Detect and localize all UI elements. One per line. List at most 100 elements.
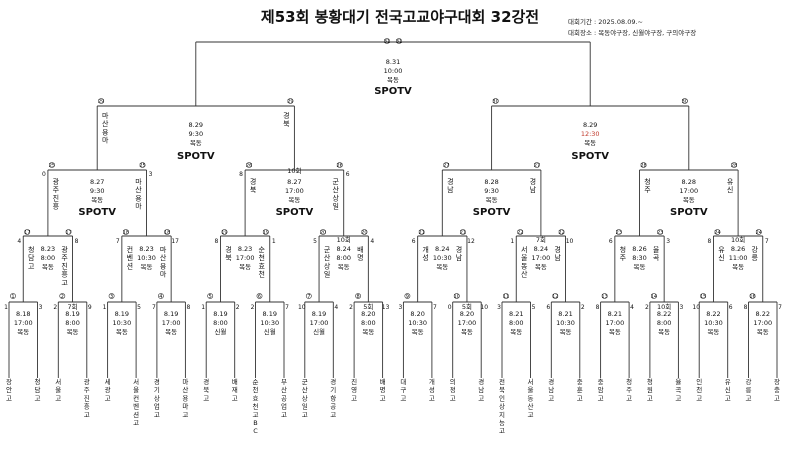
- team-name-char: 충: [598, 377, 604, 386]
- team-name-char: 고: [330, 411, 336, 419]
- match-number: 28: [640, 163, 646, 169]
- r3-winner-left-char: 흥: [53, 202, 60, 211]
- r1-right-score: 5: [532, 304, 536, 311]
- match-number: 27: [534, 163, 540, 169]
- match-number-circle: [651, 293, 657, 299]
- r1-right-score: 4: [630, 304, 634, 311]
- team-name-char: 인: [696, 377, 702, 386]
- match-number: 30: [682, 99, 688, 105]
- team-name-char: 고: [351, 394, 357, 402]
- r1-right-score: 3: [39, 304, 43, 311]
- match-number-circle: [453, 293, 460, 299]
- r2-match-info: 8.26: [632, 245, 646, 253]
- team-name-char: 항: [330, 393, 336, 402]
- team-name-char: 용: [182, 394, 188, 402]
- team-name-char: 고: [647, 394, 653, 402]
- match-number: 7: [307, 294, 310, 300]
- r2-match-info: 8.24: [435, 245, 449, 253]
- team-name-char: 상: [499, 402, 505, 411]
- page-title: 제53회 봉황대기 전국고교야구대회 32강전: [260, 8, 540, 26]
- team-name-char: 천: [696, 385, 702, 394]
- team-name-char: 울: [55, 386, 61, 394]
- broadcaster-logo: SPOTV: [670, 207, 708, 218]
- r4-winner-right-char: 북: [283, 120, 290, 128]
- r1-left-score: 3: [398, 304, 402, 311]
- team-name-char: 율: [675, 378, 681, 386]
- match-number-circle: [320, 229, 326, 235]
- match-number: 12: [552, 294, 558, 300]
- team-name-char: 청: [35, 378, 41, 386]
- r3-winner-left-char: 주: [644, 186, 651, 194]
- r2-winner-right-char: 경: [554, 245, 560, 254]
- r3-extra-innings: 10회: [287, 167, 301, 175]
- match-number: 11: [503, 294, 509, 300]
- team-name-char: 북: [499, 386, 505, 394]
- r2-left-score: 8: [708, 238, 712, 245]
- team-name-char: 고: [182, 411, 188, 419]
- r1-match-info: 8.20: [460, 310, 474, 318]
- r1-left-score: 8: [744, 304, 748, 311]
- match-number-circle: [418, 229, 425, 235]
- r1-left-score: 10: [298, 304, 306, 311]
- team-name-char: 서: [528, 377, 534, 386]
- r1-match-info: 17:00: [162, 319, 181, 327]
- team-name-char: 업: [281, 403, 287, 411]
- period-text: 대회기간 : 2025.08.09.~: [568, 18, 643, 26]
- r1-match-info: 목동: [510, 328, 522, 336]
- r2-winner-right-char: 명: [357, 253, 363, 262]
- team-name-char: 광: [105, 386, 111, 394]
- match-number-circle: [361, 229, 368, 235]
- r2-winner-left-char: 컨: [127, 245, 133, 254]
- team-name-char: 전: [499, 377, 505, 386]
- team-name-char: 경: [203, 377, 209, 386]
- team-name-char: 곡: [675, 386, 681, 394]
- r1-extra-innings: 5회: [363, 303, 373, 311]
- r1-extra-innings: 10회: [657, 303, 671, 311]
- team-name-char: 상: [154, 393, 160, 402]
- r3-winner-left-char: 경: [447, 177, 453, 186]
- r1-match-info: 8.18: [16, 310, 30, 318]
- team-name-char: 서: [55, 377, 61, 386]
- r1-match-info: 신월: [214, 327, 226, 336]
- r1-match-info: 목동: [17, 328, 29, 336]
- r1-left-score: 1: [4, 304, 8, 311]
- match-number: 26: [246, 163, 252, 169]
- team-name-char: 기: [154, 385, 160, 394]
- r1-right-score: 9: [88, 304, 92, 311]
- r1-match-info: 목동: [461, 328, 473, 336]
- match-number-circle: [305, 293, 312, 299]
- team-name-char: 지: [499, 410, 505, 419]
- r2-right-score: 8: [75, 238, 79, 245]
- r3-winner-right-char: 산: [332, 185, 339, 194]
- team-name-char: 청: [647, 378, 653, 386]
- r2-winner-right-char: 남: [554, 253, 561, 262]
- r2-match-info: 17:00: [532, 254, 551, 262]
- r1-left-score: 1: [103, 304, 107, 311]
- r2-winner-left-char: 성: [422, 253, 428, 262]
- team-name-char: 남: [548, 385, 554, 394]
- r2-winner-right-char: 순: [259, 246, 266, 254]
- r1-match-info: 8:00: [213, 319, 228, 327]
- match-number: 6: [258, 294, 261, 300]
- team-name-char: 산: [281, 385, 287, 394]
- team-name-char: 부: [281, 378, 287, 386]
- r2-winner-left-char: 담: [28, 253, 35, 262]
- r1-match-info: 17:00: [310, 319, 329, 327]
- r1-match-info: 8.19: [115, 310, 129, 318]
- r2-extra-innings: 10회: [337, 236, 351, 244]
- r2-left-score: 7: [116, 238, 120, 245]
- final-match-info: 10:00: [384, 67, 403, 75]
- r1-right-score: 7: [433, 304, 437, 311]
- match-number: 21: [460, 230, 466, 236]
- team-name-char: 공: [330, 403, 336, 411]
- match-number-circle: [749, 293, 756, 299]
- team-name-char: 산: [528, 402, 534, 411]
- team-name-char: 고: [499, 427, 505, 435]
- team-name-char: 세: [105, 377, 111, 386]
- r2-winner-right-char: 광: [61, 246, 68, 254]
- match-number-circle: [460, 229, 466, 235]
- team-name-char: 대: [400, 378, 406, 386]
- r1-right-score: 10: [480, 304, 488, 311]
- match-number-circle: [503, 293, 509, 299]
- match-number-circle: [714, 229, 721, 235]
